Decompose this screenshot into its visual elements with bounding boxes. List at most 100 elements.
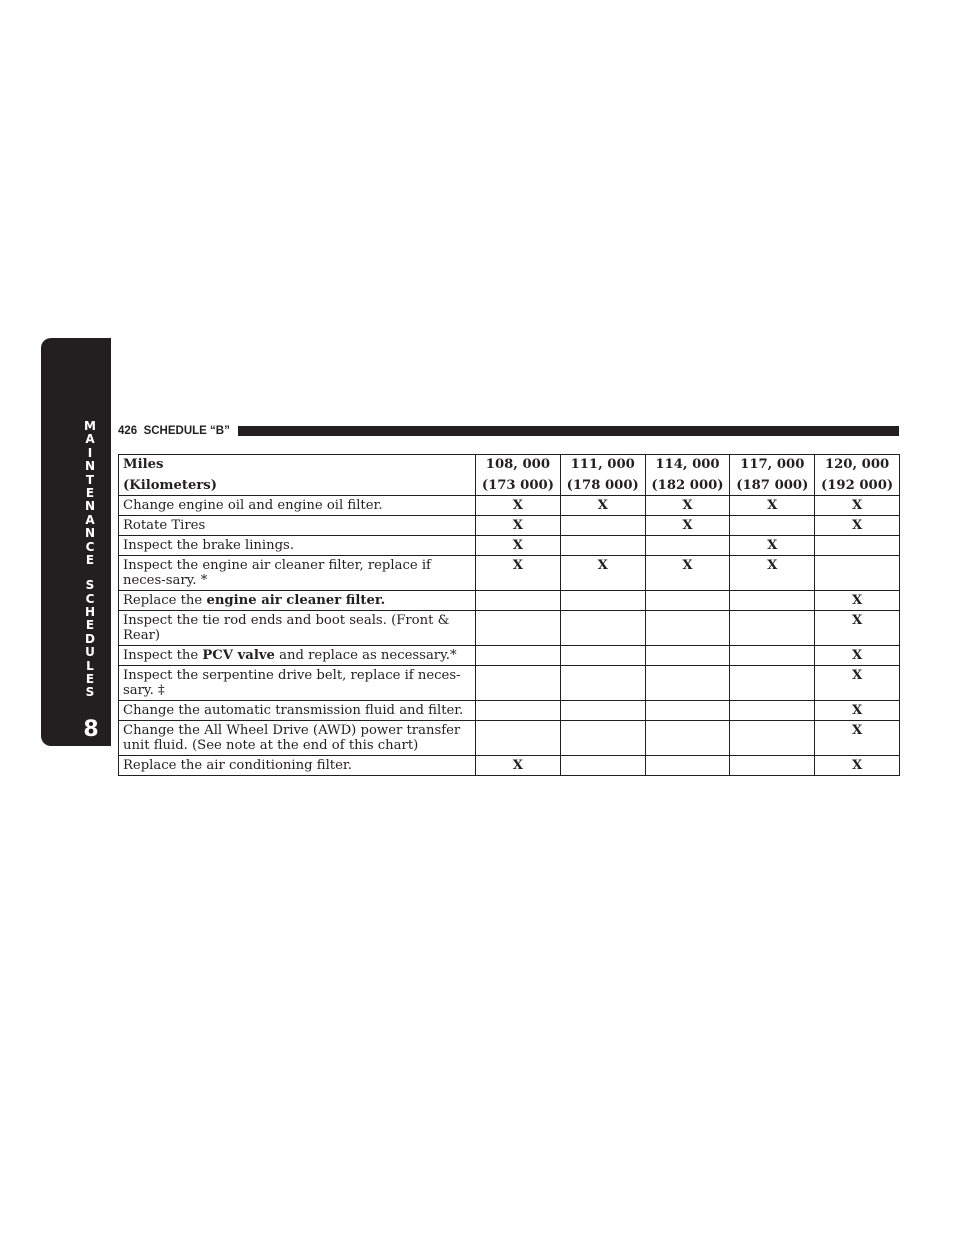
service-mark-cell: X: [814, 515, 900, 536]
side-tab-letter: N: [84, 526, 96, 541]
service-mark-cell: [729, 590, 816, 611]
service-mark-cell: [729, 515, 816, 536]
service-mark-cell: X: [814, 755, 900, 776]
table-row: Replace the engine air cleaner filter.X: [118, 590, 900, 611]
service-mark-cell: X: [814, 645, 900, 666]
service-item-cell: Inspect the tie rod ends and boot seals.…: [118, 610, 476, 646]
service-mark-cell: X: [729, 535, 816, 556]
service-mark-cell: [644, 610, 731, 646]
side-tab-letter: A: [85, 512, 95, 527]
interval-header: 111, 000(178 000): [559, 454, 646, 496]
service-mark-cell: [559, 755, 646, 776]
service-mark-cell: [475, 610, 561, 646]
service-mark-cell: [475, 720, 561, 756]
side-tab-letter: U: [85, 645, 95, 660]
service-mark-cell: [475, 645, 561, 666]
interval-km: (192 000): [821, 478, 894, 493]
table-row: Inspect the brake linings. X X: [118, 535, 900, 556]
service-item-cell: Change the automatic transmission fluid …: [118, 700, 476, 721]
side-tab-letter: H: [84, 605, 96, 620]
service-mark-cell: X: [559, 495, 646, 516]
service-mark-cell: X: [729, 555, 816, 591]
section-side-tab: [41, 338, 111, 746]
service-item-text: Inspect the: [123, 648, 203, 663]
service-mark-cell: [559, 645, 646, 666]
service-mark-cell: X: [475, 755, 561, 776]
interval-header: 114, 000(182 000): [644, 454, 731, 496]
service-mark-cell: X: [475, 495, 561, 516]
interval-miles: 117, 000: [740, 457, 805, 472]
service-mark-cell: [559, 535, 646, 556]
side-tab-letter: C: [85, 539, 95, 554]
service-mark-cell: [475, 590, 561, 611]
service-mark-cell: [729, 700, 816, 721]
table-row: Inspect the PCV valve and replace as nec…: [118, 645, 900, 666]
service-mark-cell: [644, 535, 731, 556]
side-tab-letter: M: [84, 419, 96, 433]
service-mark-cell: [559, 720, 646, 756]
interval-miles: 111, 000: [570, 457, 635, 472]
page-header: 426 SCHEDULE “B”: [118, 423, 899, 439]
service-mark-cell: [729, 755, 816, 776]
interval-km: (173 000): [481, 478, 554, 493]
section-number: 8: [83, 717, 99, 742]
service-item-cell: Inspect the serpentine drive belt, repla…: [118, 665, 476, 701]
service-mark-cell: [559, 610, 646, 646]
service-item-cell: Inspect the engine air cleaner filter, r…: [118, 555, 476, 591]
service-item-cell: Change engine oil and engine oil filter.: [118, 495, 476, 516]
side-tab-letter: N: [84, 459, 96, 474]
service-mark-cell: [729, 665, 816, 701]
service-mark-cell: X: [475, 535, 561, 556]
service-mark-cell: X: [644, 495, 731, 516]
service-mark-cell: [814, 535, 900, 556]
service-mark-cell: X: [644, 555, 731, 591]
maintenance-schedule-table: Miles (Kilometers) 108, 000(173 000) 111…: [118, 454, 900, 776]
service-mark-cell: [644, 720, 731, 756]
page-header-text: 426 SCHEDULE “B”: [118, 425, 238, 437]
service-item-text: Inspect the engine air cleaner filter, r…: [123, 558, 431, 588]
service-item-text: Rotate Tires: [123, 518, 206, 533]
side-tab-letter: E: [85, 672, 95, 687]
kilometers-label: (Kilometers): [123, 478, 217, 493]
side-tab-letter: E: [85, 485, 95, 500]
service-mark-cell: [729, 720, 816, 756]
service-mark-cell: X: [644, 515, 731, 536]
service-mark-cell: [644, 590, 731, 611]
service-mark-cell: [644, 755, 731, 776]
side-tab-letter: I: [87, 445, 93, 460]
table-row: Inspect the tie rod ends and boot seals.…: [118, 610, 900, 646]
service-item-text: Change the automatic transmission fluid …: [123, 703, 464, 718]
side-tab-letter: S: [85, 685, 95, 700]
service-item-text: Inspect the brake linings.: [123, 538, 295, 553]
service-mark-cell: X: [814, 590, 900, 611]
service-mark-cell: X: [559, 555, 646, 591]
service-mark-cell: [729, 645, 816, 666]
side-tab-letter: E: [85, 618, 95, 633]
service-mark-cell: [729, 610, 816, 646]
service-mark-cell: X: [814, 665, 900, 701]
service-mark-cell: [814, 555, 900, 591]
service-mark-cell: [475, 665, 561, 701]
service-mark-cell: X: [475, 555, 561, 591]
side-tab-letter: S: [85, 578, 95, 593]
page-number: 426: [118, 425, 138, 437]
service-mark-cell: X: [729, 495, 816, 516]
side-tab-letter: L: [86, 658, 94, 673]
service-mark-cell: [644, 645, 731, 666]
service-item-text: Change engine oil and engine oil filter.: [123, 498, 383, 513]
service-mark-cell: [644, 665, 731, 701]
side-tab-letter: C: [85, 591, 95, 606]
side-tab-letter: T: [85, 472, 95, 487]
service-item-text: Replace the air conditioning filter.: [123, 758, 352, 773]
service-mark-cell: X: [814, 495, 900, 516]
interval-header: 117, 000(187 000): [729, 454, 816, 496]
service-item-text: Inspect the serpentine drive belt, repla…: [123, 668, 461, 698]
service-mark-cell: X: [814, 610, 900, 646]
side-tab-letter: N: [84, 499, 96, 514]
table-row: Inspect the serpentine drive belt, repla…: [118, 665, 900, 701]
side-tab-letter: D: [85, 631, 95, 646]
service-mark-cell: [559, 665, 646, 701]
interval-header: 120, 000(192 000): [814, 454, 900, 496]
service-mark-cell: [644, 700, 731, 721]
